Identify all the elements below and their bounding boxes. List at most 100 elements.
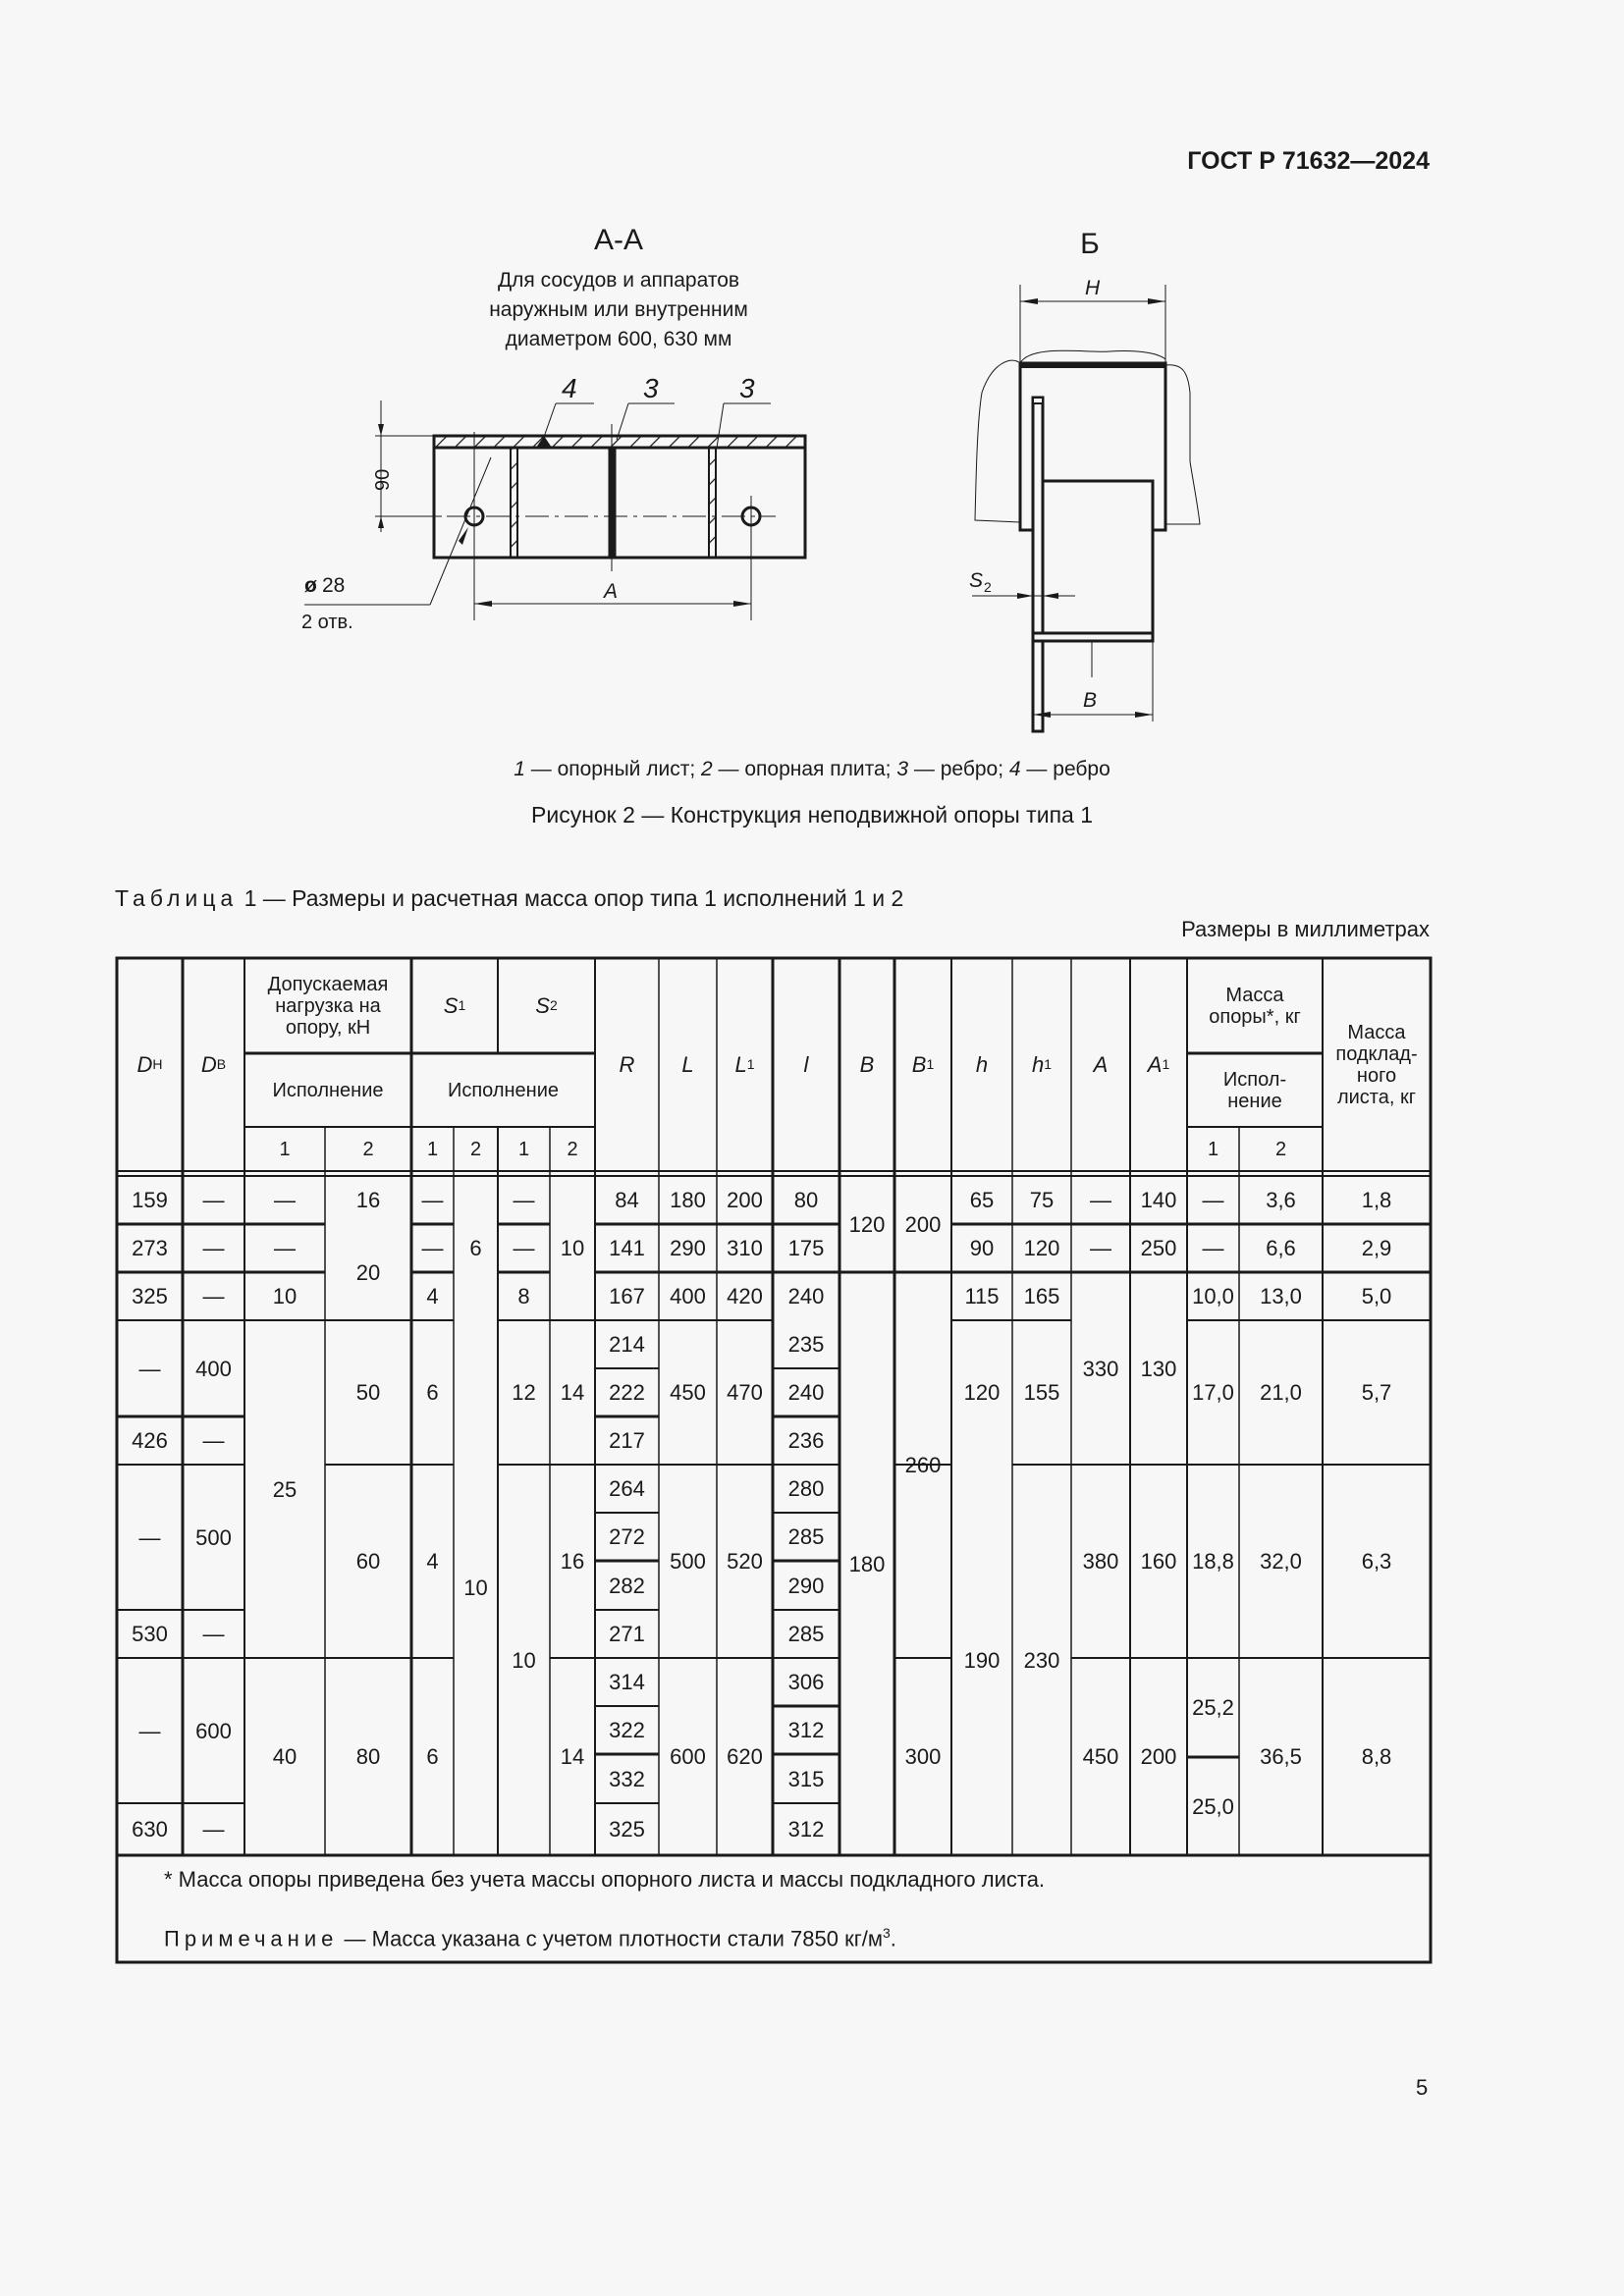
cell-a: 450 [1082,1744,1119,1769]
cell-r: 217 [609,1428,645,1453]
cell-s1-1: — [421,1236,444,1260]
table-note: Примечание — Масса указана с учетом плот… [164,1925,896,1951]
subtitle-line-2: наружным или внутренним [489,298,748,321]
figure-legend: 1 — опорный лист; 2 — опорная плита; 3 —… [514,758,1110,780]
cell-b1: 200 [904,1211,942,1237]
cell-load2: 20 [355,1259,381,1285]
cell-h: 115 [964,1284,1000,1308]
cell-l-small: 240 [787,1380,825,1405]
subtitle-line-1: Для сосудов и аппаратов [497,269,740,292]
cell-load2: 80 [355,1744,381,1769]
col-header-l-cap: L [681,1052,694,1077]
cell-h: 90 [969,1236,995,1260]
cell-mass1: — [1202,1188,1224,1212]
rib-left [510,447,518,559]
col-header-s2-1: 1 [517,1138,530,1160]
cell-load2: 16 [355,1188,381,1212]
cell-h: 120 [963,1380,1001,1405]
col-header-load-2: 2 [362,1138,374,1160]
col-header-mass: Масса опоры*, кг [1209,984,1301,1028]
svg-text:B: B [1083,689,1097,712]
cell-r: 314 [609,1670,645,1694]
cell-b1: 260 [904,1453,942,1477]
col-header-l-small: l [803,1052,809,1077]
cell-dn: 530 [132,1622,168,1646]
cell-s1-1: 4 [426,1284,439,1308]
page-number: 5 [1416,2075,1429,2100]
cell-l-cap: 180 [670,1188,706,1212]
cell-s1-1: 4 [426,1549,439,1574]
cell-mass2: 32,0 [1260,1549,1302,1574]
cell-r: 167 [609,1284,645,1308]
cell-mass2: 6,6 [1266,1236,1296,1260]
cell-r: 325 [609,1817,645,1842]
cell-s2-1: 10 [512,1647,536,1673]
cell-r: 141 [609,1236,645,1260]
cell-dn: — [138,1356,161,1381]
cell-mass-plate: 5,0 [1361,1284,1392,1308]
cell-h1: 155 [1023,1380,1060,1405]
cell-dn: — [138,1718,161,1743]
cell-l-small: 240 [787,1284,825,1308]
col-header-load: Допускаемая нагрузка на опору, кН [267,973,389,1039]
svg-text:S: S [969,569,983,592]
cell-s2-1: — [513,1236,535,1260]
subtitle-line-3: диаметром 600, 630 мм [505,328,732,350]
cell-l-small: 312 [787,1718,825,1742]
svg-text:3: 3 [643,373,659,403]
cell-dn: 325 [132,1284,168,1308]
cell-l-cap: 400 [670,1284,706,1308]
cell-load2: 50 [355,1380,381,1405]
col-header-s1-1: 1 [426,1138,439,1160]
cell-l-cap: 600 [670,1744,706,1769]
svg-text:3: 3 [739,373,755,403]
cell-dn: 426 [132,1428,168,1453]
cell-dv: 500 [195,1524,232,1550]
svg-text:2 отв.: 2 отв. [301,612,353,633]
col-header-mass-1: 1 [1207,1138,1219,1160]
cell-mass1: 17,0 [1192,1380,1234,1405]
cell-a1: 250 [1140,1236,1177,1260]
col-header-load-execution: Исполнение [272,1079,384,1101]
cell-mass2: 21,0 [1260,1380,1302,1405]
col-header-mass-execution: Испол-нение [1222,1068,1287,1112]
cell-h: 65 [969,1188,995,1212]
cell-h1: 165 [1023,1284,1060,1308]
cell-l-cap: 450 [670,1380,706,1405]
cell-load1: 10 [272,1284,298,1308]
cell-mass-plate: 2,9 [1361,1236,1392,1260]
cell-l-small: 175 [787,1236,825,1260]
col-header-h: h [975,1052,989,1077]
cell-s2-2: 10 [560,1236,585,1260]
col-header-b: B [859,1052,875,1077]
cell-l-cap: 500 [670,1549,706,1574]
cell-b: 180 [848,1551,886,1576]
cell-dv: — [202,1236,225,1260]
cell-s2-1: — [513,1188,535,1212]
cell-load1: 40 [272,1744,298,1769]
cell-s1-1: 6 [426,1744,439,1769]
cell-l-small: 306 [787,1670,825,1694]
cell-a1: 140 [1140,1188,1177,1212]
cell-dv: — [202,1428,225,1453]
cell-l-small: 280 [787,1476,825,1501]
cell-dv: — [202,1188,225,1212]
cell-r: 322 [609,1718,645,1742]
cell-dv: 600 [195,1718,232,1743]
cell-mass-plate: 1,8 [1361,1188,1392,1212]
cell-s1-2: 10 [463,1575,488,1600]
cell-r: 282 [609,1573,645,1598]
cell-b1: 300 [904,1744,942,1769]
cell-r: 214 [609,1332,645,1357]
cell-l-small: 315 [787,1766,825,1791]
cell-a: — [1090,1236,1111,1260]
cell-r: 272 [609,1524,645,1549]
col-header-load-1: 1 [279,1138,291,1160]
cell-load1: 25 [272,1476,298,1502]
cell-l-small: 80 [793,1188,819,1212]
